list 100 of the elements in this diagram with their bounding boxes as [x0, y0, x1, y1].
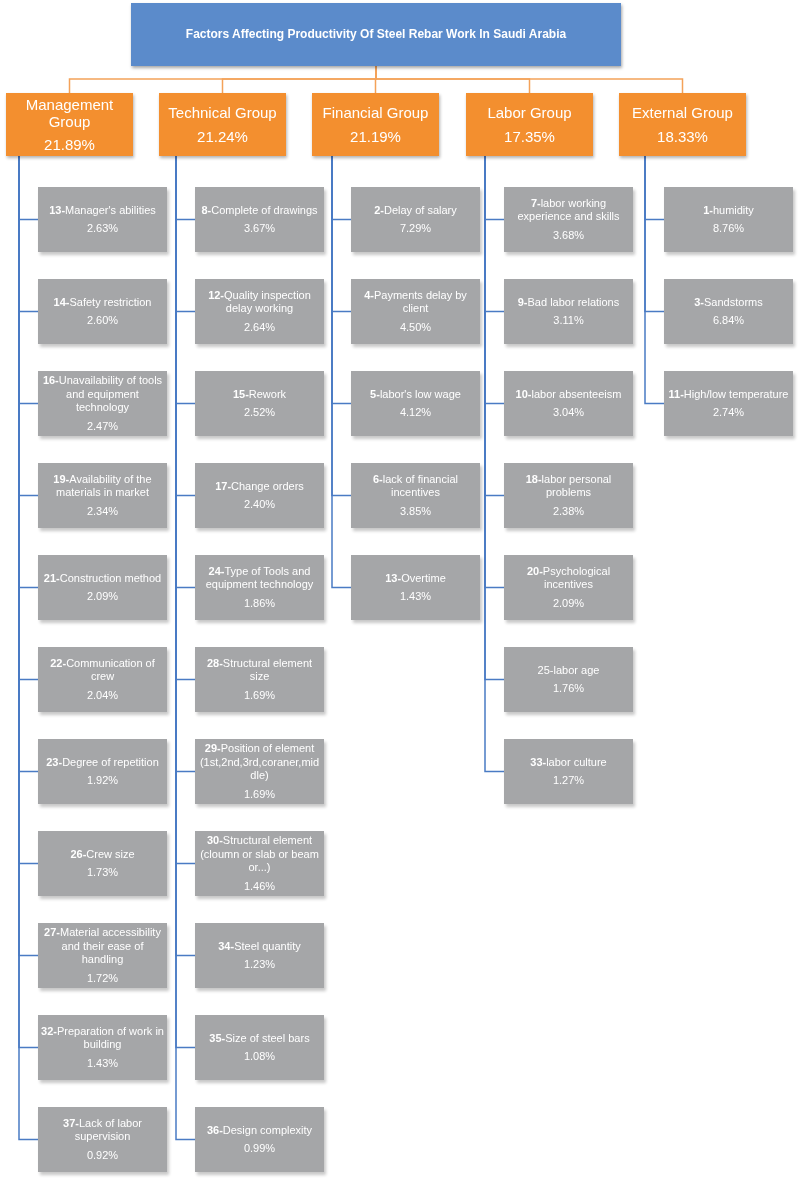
factor-name: 5-labor's low wage [370, 387, 461, 402]
factor-name: 24-Type of Tools and equipment technology [204, 565, 315, 592]
factor-name: 21-Construction method [43, 571, 162, 586]
factor-percentage: 2.64% [243, 320, 276, 334]
factor-percentage: 2.47% [86, 419, 119, 433]
factor-box [664, 187, 793, 252]
factor-box [351, 371, 480, 436]
factor-percentage: 1.73% [86, 866, 119, 880]
factor-percentage: 1.92% [86, 774, 119, 788]
group-percentage: 18.33% [657, 127, 708, 145]
group-box [159, 93, 286, 156]
factor-percentage: 3.11% [553, 314, 584, 328]
factor-box [38, 555, 167, 620]
factor-box [504, 739, 633, 804]
factor-box [195, 371, 324, 436]
factor-box [195, 279, 324, 344]
title-box [131, 3, 621, 66]
factor-percentage: 2.63% [86, 222, 119, 236]
factor-percentage: 2.74% [712, 406, 745, 420]
factor-name: 17-Change orders [215, 479, 304, 494]
group-name: Management Group [24, 95, 115, 131]
factor-percentage: 2.34% [86, 504, 119, 518]
factor-percentage: 2.38% [552, 504, 585, 518]
factor-name: 10-labor absenteeism [515, 387, 622, 402]
factor-name: 34-Steel quantity [218, 939, 301, 954]
factor-name: 16-Unavailability of tools and equipment technology [41, 374, 164, 415]
factor-box [504, 187, 633, 252]
factor-box [38, 647, 167, 712]
factor-box [38, 187, 167, 252]
factor-percentage: 2.52% [243, 406, 276, 420]
factor-percentage: 1.46% [243, 879, 276, 893]
factor-box [664, 279, 793, 344]
factor-name: 37-Lack of labor supervision [62, 1117, 143, 1144]
factor-percentage: 1.76% [552, 682, 585, 696]
factor-name: 15-Rework [232, 387, 287, 402]
factor-name: 25-labor age [537, 663, 600, 678]
factor-box [195, 647, 324, 712]
factor-box [38, 739, 167, 804]
factor-box [195, 831, 324, 896]
factor-percentage: 3.04% [552, 406, 585, 420]
factor-percentage: 3.67% [243, 222, 276, 236]
factor-box [195, 739, 324, 804]
factor-name: 28-Structural element size [205, 657, 314, 684]
factor-box [38, 463, 167, 528]
factor-percentage: 3.68% [552, 228, 585, 242]
factor-name: 13-Manager's abilities [49, 203, 156, 218]
factor-name: 19-Availability of the materials in market [52, 473, 153, 500]
factor-percentage: 1.43% [399, 590, 432, 604]
factor-name: 2-Delay of salary [374, 203, 457, 218]
factor-name: 20-Psychological incentives [525, 565, 612, 592]
group-name: Financial Group [322, 104, 429, 122]
factor-name: 8-Complete of drawings [201, 203, 318, 218]
group-percentage: 17.35% [504, 127, 555, 145]
factor-name: 18-labor personal problems [524, 473, 613, 500]
factor-percentage: 1.86% [243, 596, 276, 610]
factor-name: 7-labor working experience and skills [516, 197, 621, 224]
factor-box [351, 555, 480, 620]
factor-percentage: 4.12% [399, 406, 432, 420]
factor-percentage: 4.50% [399, 320, 432, 334]
factor-percentage: 2.04% [86, 688, 119, 702]
factor-percentage: 1.08% [243, 1050, 276, 1064]
factor-name: 22-Communication of crew [49, 657, 156, 684]
factor-box [195, 463, 324, 528]
factor-box [195, 923, 324, 988]
factor-percentage: 2.09% [86, 590, 119, 604]
factor-name: 3-Sandstorms [694, 295, 763, 310]
factor-name: 36-Design complexity [206, 1123, 313, 1138]
factor-box [38, 279, 167, 344]
factor-percentage: 8.76% [712, 222, 745, 236]
factor-percentage: 1.27% [552, 774, 585, 788]
factor-box [195, 1015, 324, 1080]
factor-box [504, 279, 633, 344]
factor-percentage: 2.40% [243, 498, 276, 512]
factor-name: 9-Bad labor relations [517, 295, 620, 310]
group-name: Technical Group [168, 104, 277, 122]
factor-name: 29-Position of element (1st,2nd,3rd,coraner,middle) [198, 742, 321, 783]
factor-percentage: 7.29% [399, 222, 432, 236]
connector-line [375, 65, 684, 94]
factor-percentage: 1.72% [86, 971, 119, 985]
group-box [466, 93, 593, 156]
factor-box [504, 371, 633, 436]
factor-percentage: 2.09% [552, 596, 585, 610]
factor-box [664, 371, 793, 436]
factor-name: 11-High/low temperature [668, 387, 789, 402]
factor-percentage: 1.23% [243, 958, 276, 972]
factor-name: 35-Size of steel bars [209, 1031, 310, 1046]
group-name: Labor Group [487, 104, 572, 122]
factor-name: 4-Payments delay by client [363, 289, 468, 316]
factor-percentage: 1.43% [86, 1056, 119, 1070]
factor-box [504, 555, 633, 620]
factor-name: 33-labor culture [530, 755, 607, 770]
title-text: Factors Affecting Productivity Of Steel Rebar Work In Saudi Arabia [185, 27, 567, 42]
factor-box [195, 555, 324, 620]
factor-box [504, 647, 633, 712]
factor-percentage: 6.84% [712, 314, 745, 328]
factor-box [38, 923, 167, 988]
group-percentage: 21.89% [44, 136, 95, 154]
group-box [312, 93, 439, 156]
factor-box [351, 187, 480, 252]
factor-box [504, 463, 633, 528]
